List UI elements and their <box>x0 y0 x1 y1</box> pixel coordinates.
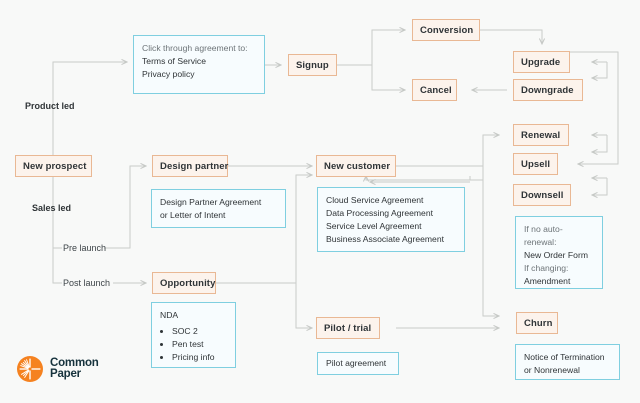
node-label: Downgrade <box>521 84 574 96</box>
node-cancel[interactable]: Cancel <box>412 79 457 101</box>
node-label: New prospect <box>23 160 87 172</box>
doc-condition: If changing: <box>524 263 569 273</box>
node-label: Churn <box>524 317 553 329</box>
common-paper-logo: Common Paper <box>17 356 99 382</box>
node-label: Design partner <box>160 160 229 172</box>
doc-condition: If no auto-renewal: <box>524 224 563 247</box>
doc-design-partner-agreement: Design Partner Agreement or Letter of In… <box>151 189 286 228</box>
doc-heading: Click through agreement to: <box>142 43 248 53</box>
node-design-partner[interactable]: Design partner <box>152 155 228 177</box>
doc-line: New Order Form <box>524 250 588 260</box>
doc-bullet: Pen test <box>172 338 227 351</box>
doc-nda: NDA SOC 2 Pen test Pricing info <box>151 302 236 368</box>
doc-line: Notice of Termination <box>524 352 605 362</box>
node-churn[interactable]: Churn <box>516 312 558 334</box>
doc-line: Cloud Service Agreement <box>326 195 424 205</box>
node-label: Upsell <box>521 158 551 170</box>
doc-line: Pilot agreement <box>326 358 387 368</box>
doc-line: Amendment <box>524 276 571 286</box>
branch-label-sales-led: Sales led <box>32 203 72 213</box>
node-upsell[interactable]: Upsell <box>513 153 558 175</box>
doc-line: Terms of Service <box>142 56 206 66</box>
logo-line-1: Common <box>50 356 99 369</box>
node-label: Conversion <box>420 24 474 36</box>
node-label: Signup <box>296 59 329 71</box>
doc-line: Data Processing Agreement <box>326 208 434 218</box>
doc-click-through-agreement: Click through agreement to: Terms of Ser… <box>133 35 265 94</box>
doc-line: or Nonrenewal <box>524 365 580 375</box>
node-label: New customer <box>324 160 391 172</box>
doc-line: Business Associate Agreement <box>326 234 444 244</box>
node-pilot-trial[interactable]: Pilot / trial <box>316 317 380 339</box>
logo-line-2: Paper <box>50 368 81 380</box>
branch-label-product-led: Product led <box>25 101 75 111</box>
doc-heading: NDA <box>160 310 179 320</box>
doc-line: Design Partner Agreement <box>160 197 262 207</box>
node-label: Pilot / trial <box>324 322 372 334</box>
doc-customer-agreements: Cloud Service Agreement Data Processing … <box>317 187 465 252</box>
node-signup[interactable]: Signup <box>288 54 337 76</box>
common-paper-starburst-icon <box>17 356 43 382</box>
node-upgrade[interactable]: Upgrade <box>513 51 570 73</box>
node-conversion[interactable]: Conversion <box>412 19 480 41</box>
node-label: Upgrade <box>521 56 561 68</box>
doc-line: Privacy policy <box>142 69 195 79</box>
node-label: Cancel <box>420 84 452 96</box>
doc-bullet-list: SOC 2 Pen test Pricing info <box>160 325 227 364</box>
logo-wordmark: Common Paper <box>50 356 99 381</box>
node-downgrade[interactable]: Downgrade <box>513 79 583 101</box>
doc-line: Service Level Agreement <box>326 221 422 231</box>
doc-line: or Letter of Intent <box>160 210 226 220</box>
branch-label-post-launch: Post launch <box>63 278 111 288</box>
doc-bullet: SOC 2 <box>172 325 227 338</box>
node-renewal[interactable]: Renewal <box>513 124 569 146</box>
doc-bullet: Pricing info <box>172 351 227 364</box>
node-label: Downsell <box>521 189 564 201</box>
node-opportunity[interactable]: Opportunity <box>152 272 216 294</box>
node-label: Renewal <box>521 129 561 141</box>
node-new-prospect[interactable]: New prospect <box>15 155 92 177</box>
doc-renewal-paperwork: If no auto-renewal: New Order Form If ch… <box>515 216 603 289</box>
doc-pilot-agreement: Pilot agreement <box>317 352 399 375</box>
branch-label-pre-launch: Pre launch <box>63 243 107 253</box>
doc-churn-notice: Notice of Termination or Nonrenewal <box>515 344 620 380</box>
node-label: Opportunity <box>160 277 216 289</box>
node-new-customer[interactable]: New customer <box>316 155 396 177</box>
node-downsell[interactable]: Downsell <box>513 184 571 206</box>
